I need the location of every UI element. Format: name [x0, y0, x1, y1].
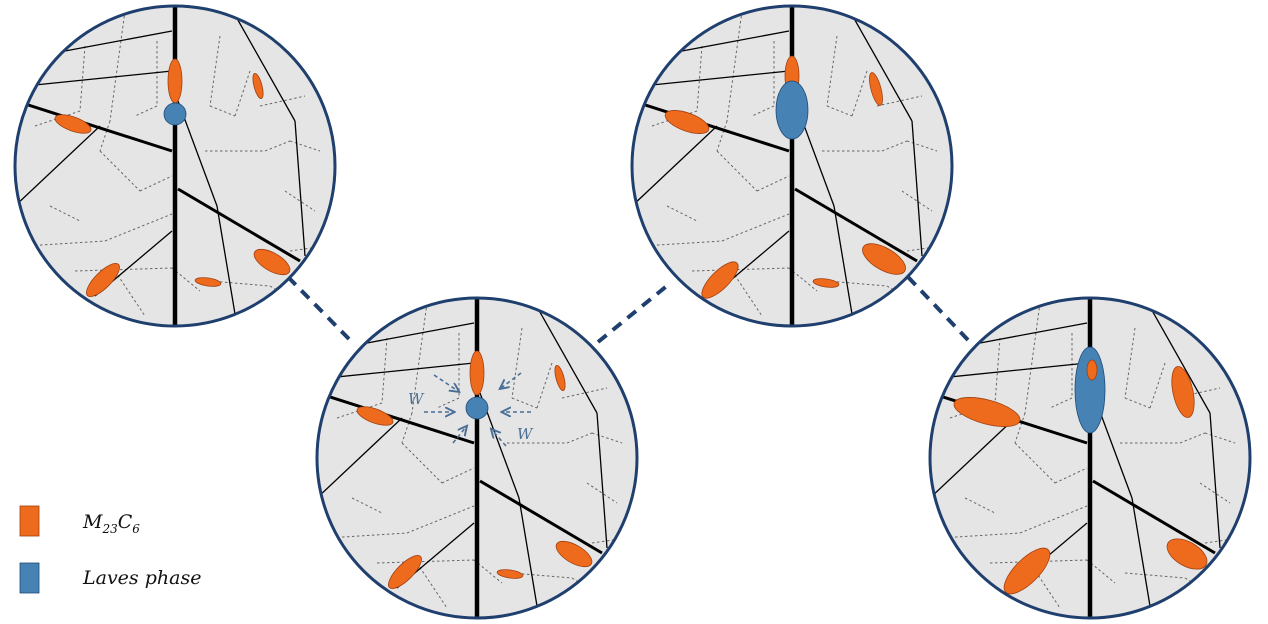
legend-laves-label: Laves phase — [82, 567, 201, 589]
tungsten-label-right: W — [517, 425, 534, 443]
m23c6-precipitates — [356, 350, 593, 589]
stage-initial-circle — [13, 4, 337, 328]
legend: M23C6 Laves phase — [19, 505, 201, 594]
tungsten-flux-arrows — [424, 372, 531, 447]
laves-precipitate — [163, 102, 187, 126]
legend-m23c6-label: M23C6 — [82, 511, 140, 536]
connector-3-4 — [906, 275, 970, 342]
m23c6-precipitates — [953, 366, 1208, 595]
stage-laves-engulfing-carbide-circle — [928, 296, 1252, 620]
connector-1-2 — [286, 275, 352, 342]
laves-precipitate — [1074, 346, 1106, 434]
m23c6-precipitates — [54, 58, 291, 297]
legend-laves-swatch — [19, 562, 40, 594]
tungsten-label-left: W — [408, 390, 425, 408]
stage-laves-growth-circle — [630, 4, 954, 328]
legend-m23c6-swatch — [19, 505, 40, 537]
connector-lines — [286, 275, 970, 344]
laves-precipitate — [465, 396, 489, 420]
stage-tungsten-diffusion-circle: W W — [315, 296, 639, 620]
m23c6-core — [1086, 359, 1098, 381]
laves-precipitate — [775, 80, 809, 140]
connector-2-3 — [596, 283, 670, 344]
